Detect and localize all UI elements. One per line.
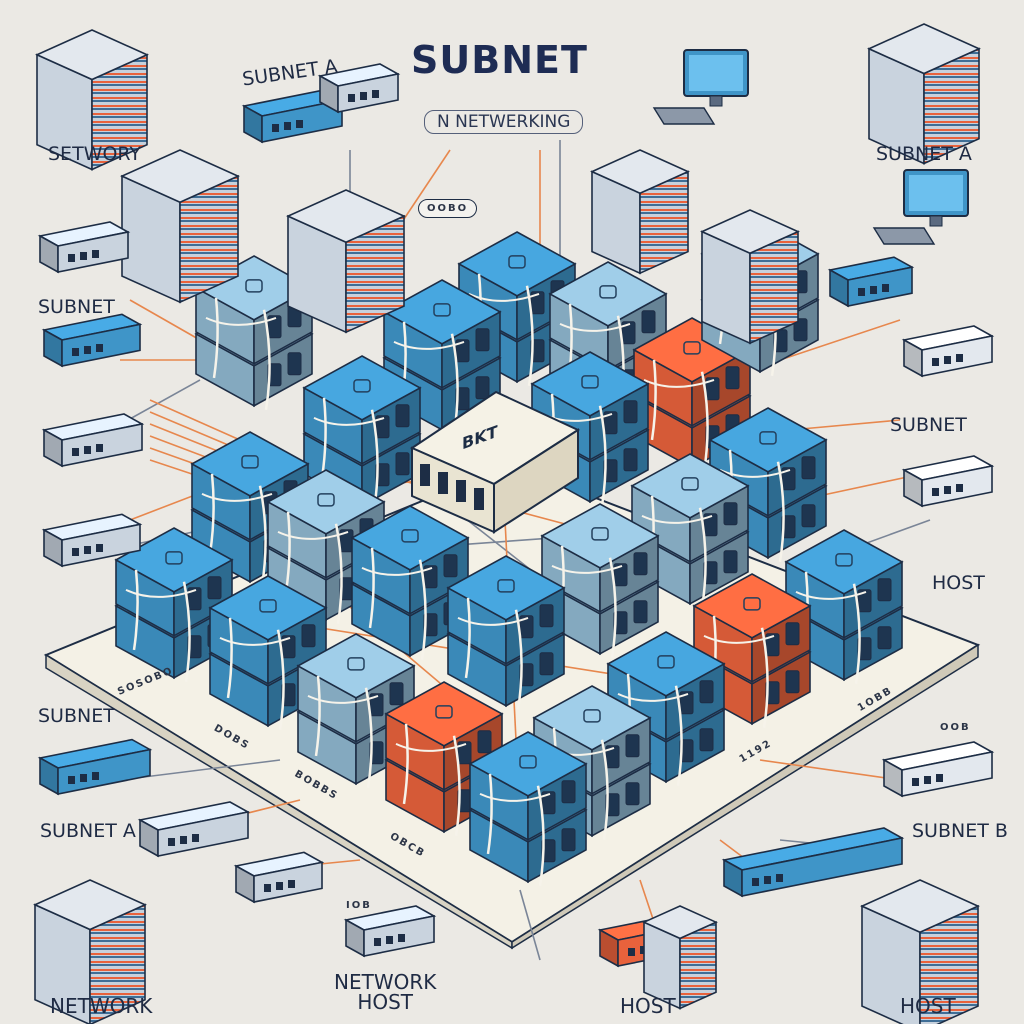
switch-block-17: [446, 555, 566, 710]
router-bottom-left-2: [137, 801, 251, 858]
host-tower-bottom: [642, 905, 718, 1010]
label-subnet-left: SUBNET: [38, 296, 115, 318]
router-left-4: [41, 513, 143, 568]
server-rack-right: [700, 209, 800, 345]
label-host-bottom-right: HOST: [900, 994, 956, 1018]
server-rack-bottom-left: [33, 879, 147, 1024]
router-left-1: [37, 221, 131, 274]
router-right-2: [901, 325, 995, 378]
server-rack-center-top: [286, 189, 406, 334]
peripheral-devices: [33, 23, 995, 1024]
label-network: NETWORK: [50, 994, 153, 1018]
cable-20: [759, 759, 901, 781]
cable-31: [149, 411, 241, 451]
router-subnet-b: [881, 741, 995, 798]
router-right-1: [827, 256, 915, 308]
cable-10: [779, 319, 901, 361]
switch-block-13: [540, 503, 660, 658]
server-rack-top-left: [35, 29, 149, 171]
diagram-title: SUBNET: [411, 38, 588, 82]
router-left-2: [41, 313, 143, 368]
switch-block-23: [468, 731, 588, 886]
router-right-host: [901, 455, 995, 508]
switch-block-11: [630, 453, 750, 608]
label-network-host: NETWORK HOST: [334, 970, 437, 1014]
switch-block-12: [350, 505, 470, 660]
switch-block-0: [194, 255, 314, 410]
server-rack-center-right: [590, 149, 690, 275]
router-bottom-small: [233, 851, 325, 904]
diagram-subtitle: N NETWERKING: [424, 110, 584, 134]
router-small-top: [317, 63, 401, 114]
switch-block-4: [632, 317, 752, 472]
router-bottom-left: [37, 738, 153, 796]
label-subnet-a-right: SUBNET A: [876, 143, 972, 165]
switch-block-8: [190, 431, 310, 586]
code-iob: IOB: [346, 900, 372, 911]
label-setwory: SETWORY: [48, 143, 142, 165]
cable-18: [519, 889, 541, 961]
label-host-bottom: HOST: [620, 994, 676, 1018]
central-router: [409, 390, 581, 534]
label-subnet-b: SUBNET B: [912, 820, 1008, 842]
switch-bottom-right: [721, 827, 905, 898]
tag-oobo: OOBO: [418, 199, 478, 218]
cable-5: [129, 299, 201, 341]
router-left-3: [41, 413, 145, 468]
label-subnet-right: SUBNET: [890, 414, 967, 436]
desktop-computer-right: [872, 169, 969, 245]
switch-block-19: [296, 633, 416, 788]
router-subnet-a-top: [241, 89, 345, 144]
server-rack-left: [120, 149, 240, 304]
cable-11: [789, 419, 901, 431]
switch-block-upper: [296, 633, 416, 744]
label-subnet-bottom-left: SUBNET: [38, 705, 115, 727]
network-host-switch: [343, 905, 437, 958]
server-rack-top-right: [867, 23, 981, 165]
server-rack-bottom-right: [860, 879, 980, 1024]
switch-block-2: [548, 261, 668, 416]
switch-block-16: [208, 575, 328, 730]
label-subnet-a-bottom: SUBNET A: [40, 820, 136, 842]
label-host-right: HOST: [932, 572, 985, 594]
code-oob-right: OOB: [940, 722, 971, 733]
switch-block-15: [784, 529, 904, 684]
switch-block-10: [266, 469, 386, 624]
desktop-computer-top: [652, 49, 749, 125]
cable-30: [149, 399, 241, 441]
